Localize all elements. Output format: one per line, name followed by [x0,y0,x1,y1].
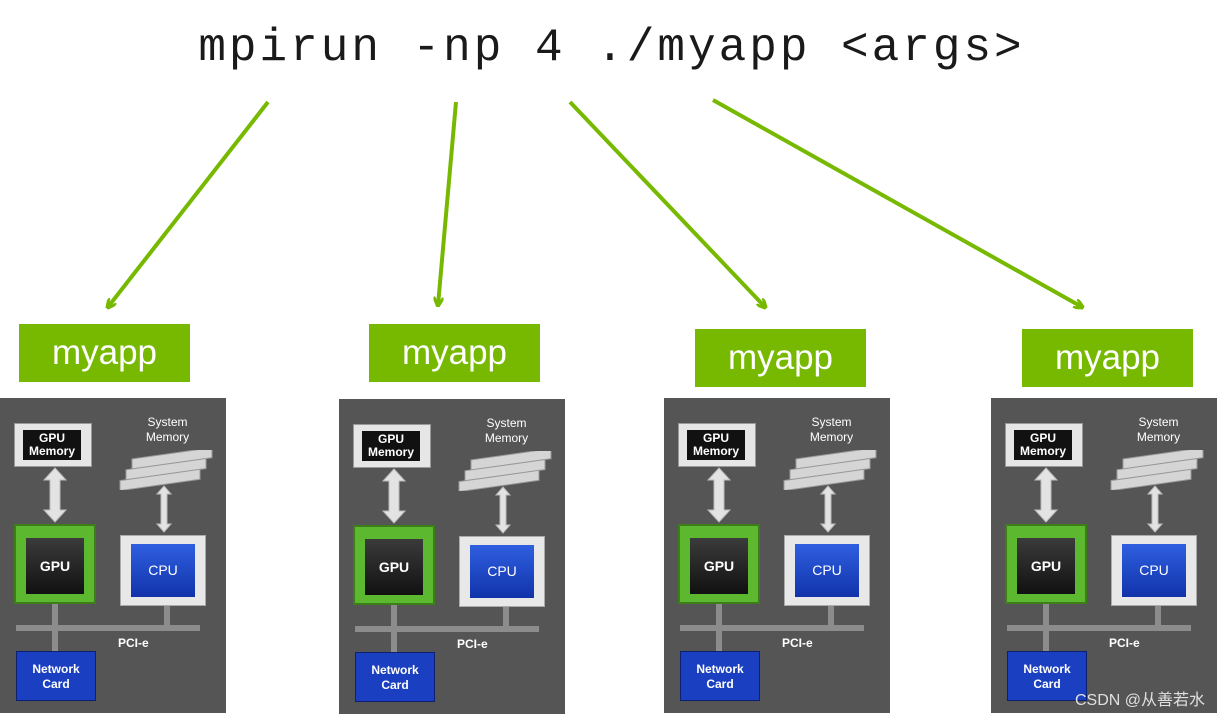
gpu-memory-label-2: Memory [28,444,75,458]
pcie-bus-label: PCI-e [1109,636,1140,650]
network-card: Network Card [1007,651,1087,701]
launch-arrow-1 [108,100,270,307]
system-memory-label-2: Memory [145,430,190,444]
system-memory-label: System Memory [130,415,205,445]
system-memory-label: System Memory [469,416,544,446]
gpu-memory: GPU Memory [678,423,756,467]
gpu-memory-label-2: Memory [1019,444,1066,458]
gpu-memory-label-1: GPU [38,431,65,445]
pcie-bus-label: PCI-e [782,636,813,650]
network-card-label-1: Network [371,663,419,677]
gpu-chip: GPU [14,524,96,604]
system-memory-label: System Memory [794,415,869,445]
gpu-label: GPU [26,538,84,594]
system-memory-label-2: Memory [1136,430,1181,444]
cpu-chip: CPU [1111,535,1197,606]
cpu-label: CPU [1122,544,1186,597]
pcie-bus-label: PCI-e [457,637,488,651]
compute-node-4: GPU Memory System Memory GPU CPU PCI-e N… [991,398,1217,713]
system-memory-label-1: System [811,415,852,429]
network-card-label-2: Card [381,678,409,692]
compute-node-1: GPU Memory System Memory GPU CPU PCI-e N… [0,398,226,713]
gpu-memory: GPU Memory [353,424,431,468]
cpu-label: CPU [131,544,195,597]
gpu-chip: GPU [678,524,760,604]
cpu-chip: CPU [459,536,545,607]
watermark: CSDN @从善若水 [1074,692,1205,709]
network-card-label-2: Card [706,677,734,691]
network-card-label-1: Network [32,662,80,676]
node-connections [680,467,864,655]
cpu-label: CPU [795,544,859,597]
myapp-label-2: myapp [369,324,540,382]
network-card-label-1: Network [696,662,744,676]
network-card-label-2: Card [1033,677,1061,691]
ram-modules-icon [458,451,552,491]
network-card-label-1: Network [1023,662,1071,676]
system-memory-label-1: System [486,416,527,430]
compute-node-3: GPU Memory System Memory GPU CPU PCI-e N… [664,398,890,713]
command-line: mpirun -np 4 ./myapp <args> [198,22,1025,74]
ram-modules-icon [783,450,877,490]
system-memory-label-2: Memory [809,430,854,444]
gpu-chip: GPU [353,525,435,605]
gpu-chip: GPU [1005,524,1087,604]
system-memory-label-1: System [147,415,188,429]
gpu-memory-label-2: Memory [692,444,739,458]
gpu-memory-label-1: GPU [1029,431,1056,445]
ram-modules-icon [1110,450,1204,490]
gpu-memory: GPU Memory [14,423,92,467]
myapp-label-1: myapp [19,324,190,382]
launch-arrow-4 [712,98,1082,307]
gpu-memory: GPU Memory [1005,423,1083,467]
gpu-memory-label-1: GPU [377,432,404,446]
network-card: Network Card [680,651,760,701]
myapp-label-4: myapp [1022,329,1193,387]
launch-arrow-3 [568,100,765,307]
node-connections [16,467,200,655]
gpu-label: GPU [1017,538,1075,594]
gpu-label: GPU [690,538,748,594]
network-card: Network Card [16,651,96,701]
node-connections [1007,467,1191,655]
system-memory-label-2: Memory [484,431,529,445]
cpu-chip: CPU [120,535,206,606]
myapp-label-3: myapp [695,329,866,387]
network-card: Network Card [355,652,435,702]
ram-modules-icon [119,450,213,490]
launch-arrow-2 [438,101,458,305]
system-memory-label: System Memory [1121,415,1196,445]
cpu-label: CPU [470,545,534,598]
node-connections [355,468,539,656]
gpu-memory-label-1: GPU [702,431,729,445]
system-memory-label-1: System [1138,415,1179,429]
pcie-bus-label: PCI-e [118,636,149,650]
network-card-label-2: Card [42,677,70,691]
gpu-label: GPU [365,539,423,595]
launch-arrows [0,98,1223,330]
gpu-memory-label-2: Memory [367,445,414,459]
compute-node-2: GPU Memory System Memory GPU CPU PCI-e N… [339,399,565,714]
cpu-chip: CPU [784,535,870,606]
